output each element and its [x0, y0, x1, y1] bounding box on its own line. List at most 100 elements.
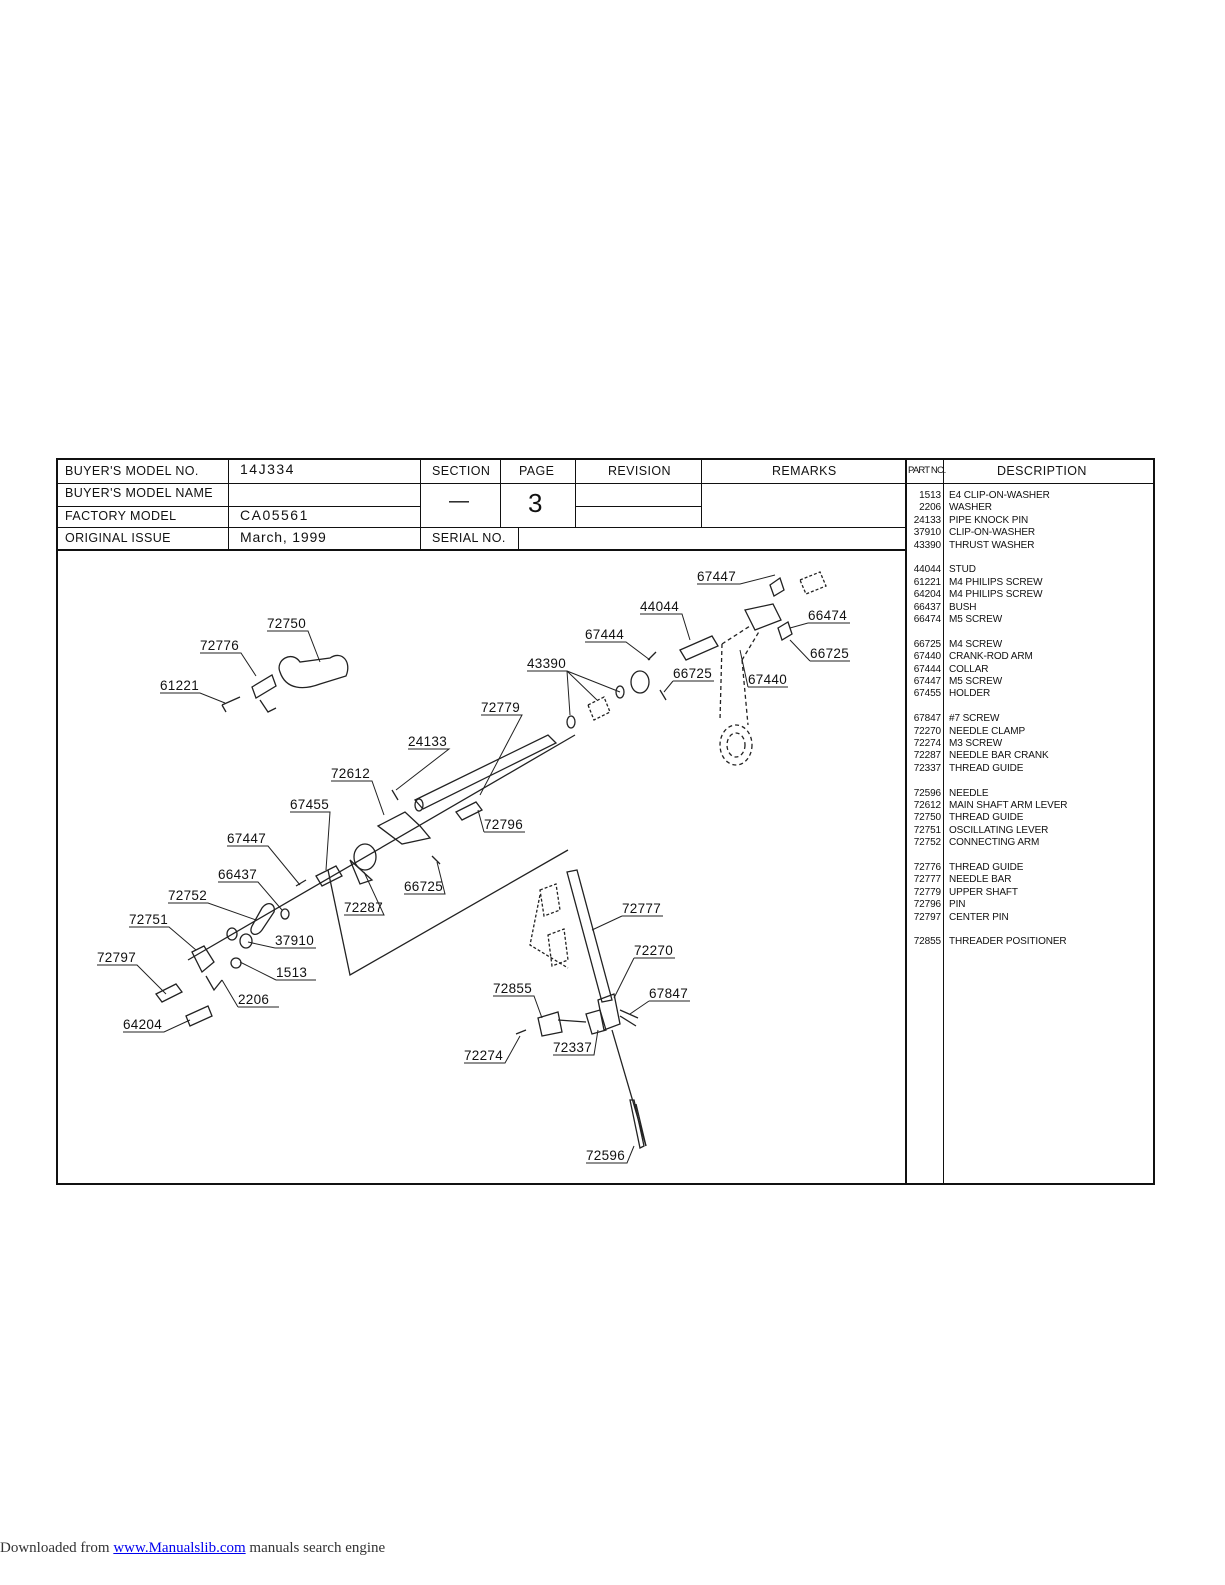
part-number: 72337 — [913, 762, 941, 774]
factory-model: CA05561 — [240, 507, 309, 523]
part-number: 72596 — [913, 787, 941, 799]
holder — [315, 865, 343, 887]
stud — [679, 635, 719, 661]
buyers-model-name-label: BUYER'S MODEL NAME — [65, 486, 214, 500]
part-description: PIPE KNOCK PIN — [949, 514, 1029, 526]
thread-guide — [278, 654, 349, 689]
part-number: 67440 — [913, 651, 941, 663]
callout-label: 72779 — [481, 700, 520, 715]
needle-clamp — [597, 993, 621, 1031]
part-description: STUD — [949, 564, 976, 576]
callout-label: 72796 — [484, 817, 523, 832]
part-number: 61221 — [913, 576, 941, 588]
part-number: 72797 — [913, 911, 941, 923]
divider — [906, 483, 1155, 484]
connecting-arm — [250, 903, 275, 935]
needle — [629, 1099, 645, 1149]
factory-model-label: FACTORY MODEL — [65, 509, 177, 523]
part-description: NEEDLE — [949, 787, 989, 799]
callout-label: 67455 — [290, 797, 329, 812]
callout-label: 67447 — [227, 831, 266, 846]
part-description: CONNECTING ARM — [949, 837, 1040, 849]
part-number: 72274 — [913, 738, 941, 749]
callout-label: 61221 — [160, 678, 199, 693]
part-description: CLIP-ON-WASHER — [949, 527, 1036, 539]
center-pin — [155, 983, 183, 1003]
page-value: 3 — [528, 488, 543, 518]
callout-label: 66725 — [404, 879, 443, 894]
part-description: M4 PHILIPS SCREW — [949, 576, 1043, 588]
callout-label: 67444 — [585, 627, 624, 642]
part-number: 72855 — [913, 936, 941, 948]
part-number: 24133 — [913, 514, 941, 526]
part-description: THREAD GUIDE — [949, 762, 1024, 774]
callout-label: 43390 — [527, 656, 566, 671]
callout-label: 72287 — [344, 900, 383, 915]
part-description: M4 PHILIPS SCREW — [949, 589, 1043, 601]
part-no-label: PART NO. — [908, 465, 946, 476]
needle-bar-crank — [353, 843, 377, 871]
shaft-axis — [187, 734, 576, 961]
needle-axis — [611, 1029, 647, 1147]
original-issue-label: ORIGINAL ISSUE — [65, 531, 171, 545]
part-number: 2206 — [919, 502, 941, 514]
part-description: THREADER POSITIONER — [949, 936, 1067, 948]
callout-label: 72750 — [267, 616, 306, 631]
part-number: 67847 — [913, 713, 941, 725]
parts-list-sheet: BUYER'S MODEL NO. 14J334 BUYER'S MODEL N… — [56, 458, 1155, 1185]
callout-label: 72612 — [331, 766, 370, 781]
part-description: THREAD GUIDE — [949, 862, 1024, 873]
threader-positioner — [537, 1011, 563, 1037]
divider — [58, 549, 906, 551]
remarks-label: REMARKS — [772, 464, 837, 478]
main-shaft-arm-lever — [376, 811, 432, 845]
part-number: 43390 — [913, 539, 941, 551]
original-issue: March, 1999 — [240, 529, 327, 545]
part-number: 67444 — [913, 663, 941, 675]
part-description: COLLAR — [949, 663, 989, 675]
upper-shaft — [413, 734, 558, 810]
divider — [420, 460, 421, 549]
callout-label: 72777 — [622, 901, 661, 916]
part-number: 67447 — [913, 676, 941, 687]
buyers-model-no: 14J334 — [240, 461, 295, 477]
part-number: 72779 — [913, 886, 941, 898]
part-number: 72777 — [913, 874, 941, 886]
part-number: 44044 — [913, 564, 941, 576]
part-number: 72796 — [913, 899, 941, 911]
part-number: 72612 — [913, 800, 941, 811]
page-label: PAGE — [519, 464, 555, 478]
crank-rod-arm — [744, 603, 782, 631]
divider — [518, 527, 519, 549]
divider — [500, 460, 501, 527]
part-number: 66725 — [913, 638, 941, 650]
part-description: THRUST WASHER — [949, 539, 1035, 551]
thrust-washer — [566, 715, 576, 729]
part-description: M4 SCREW — [949, 638, 1003, 650]
part-number: 72752 — [913, 837, 941, 849]
part-description: #7 SCREW — [949, 713, 1000, 725]
callout-label: 66725 — [810, 646, 849, 661]
part-description: NEEDLE CLAMP — [949, 725, 1026, 737]
buyers-model-no-label: BUYER'S MODEL NO. — [65, 464, 199, 478]
callout-label: 72270 — [634, 943, 673, 958]
manualslib-link[interactable]: www.Manualslib.com — [113, 1540, 246, 1556]
description-label: DESCRIPTION — [997, 464, 1087, 478]
part-description: M5 SCREW — [949, 614, 1003, 625]
divider — [58, 527, 906, 528]
part-number: 67455 — [913, 688, 941, 700]
part-number: 72751 — [913, 824, 941, 836]
thread-guide — [251, 674, 277, 713]
callout-label: 37910 — [275, 933, 314, 948]
part-description: HOLDER — [949, 688, 991, 700]
callout-label: 2206 — [238, 992, 269, 1007]
screw — [185, 1005, 213, 1027]
callout-label: 72855 — [493, 981, 532, 996]
part-number: 64204 — [913, 589, 941, 601]
callout-label: 67847 — [649, 986, 688, 1001]
part-number: 72270 — [913, 725, 941, 737]
part-description: NEEDLE BAR — [949, 874, 1012, 886]
part-number: 66437 — [913, 601, 941, 613]
part-number: 66474 — [913, 614, 941, 625]
